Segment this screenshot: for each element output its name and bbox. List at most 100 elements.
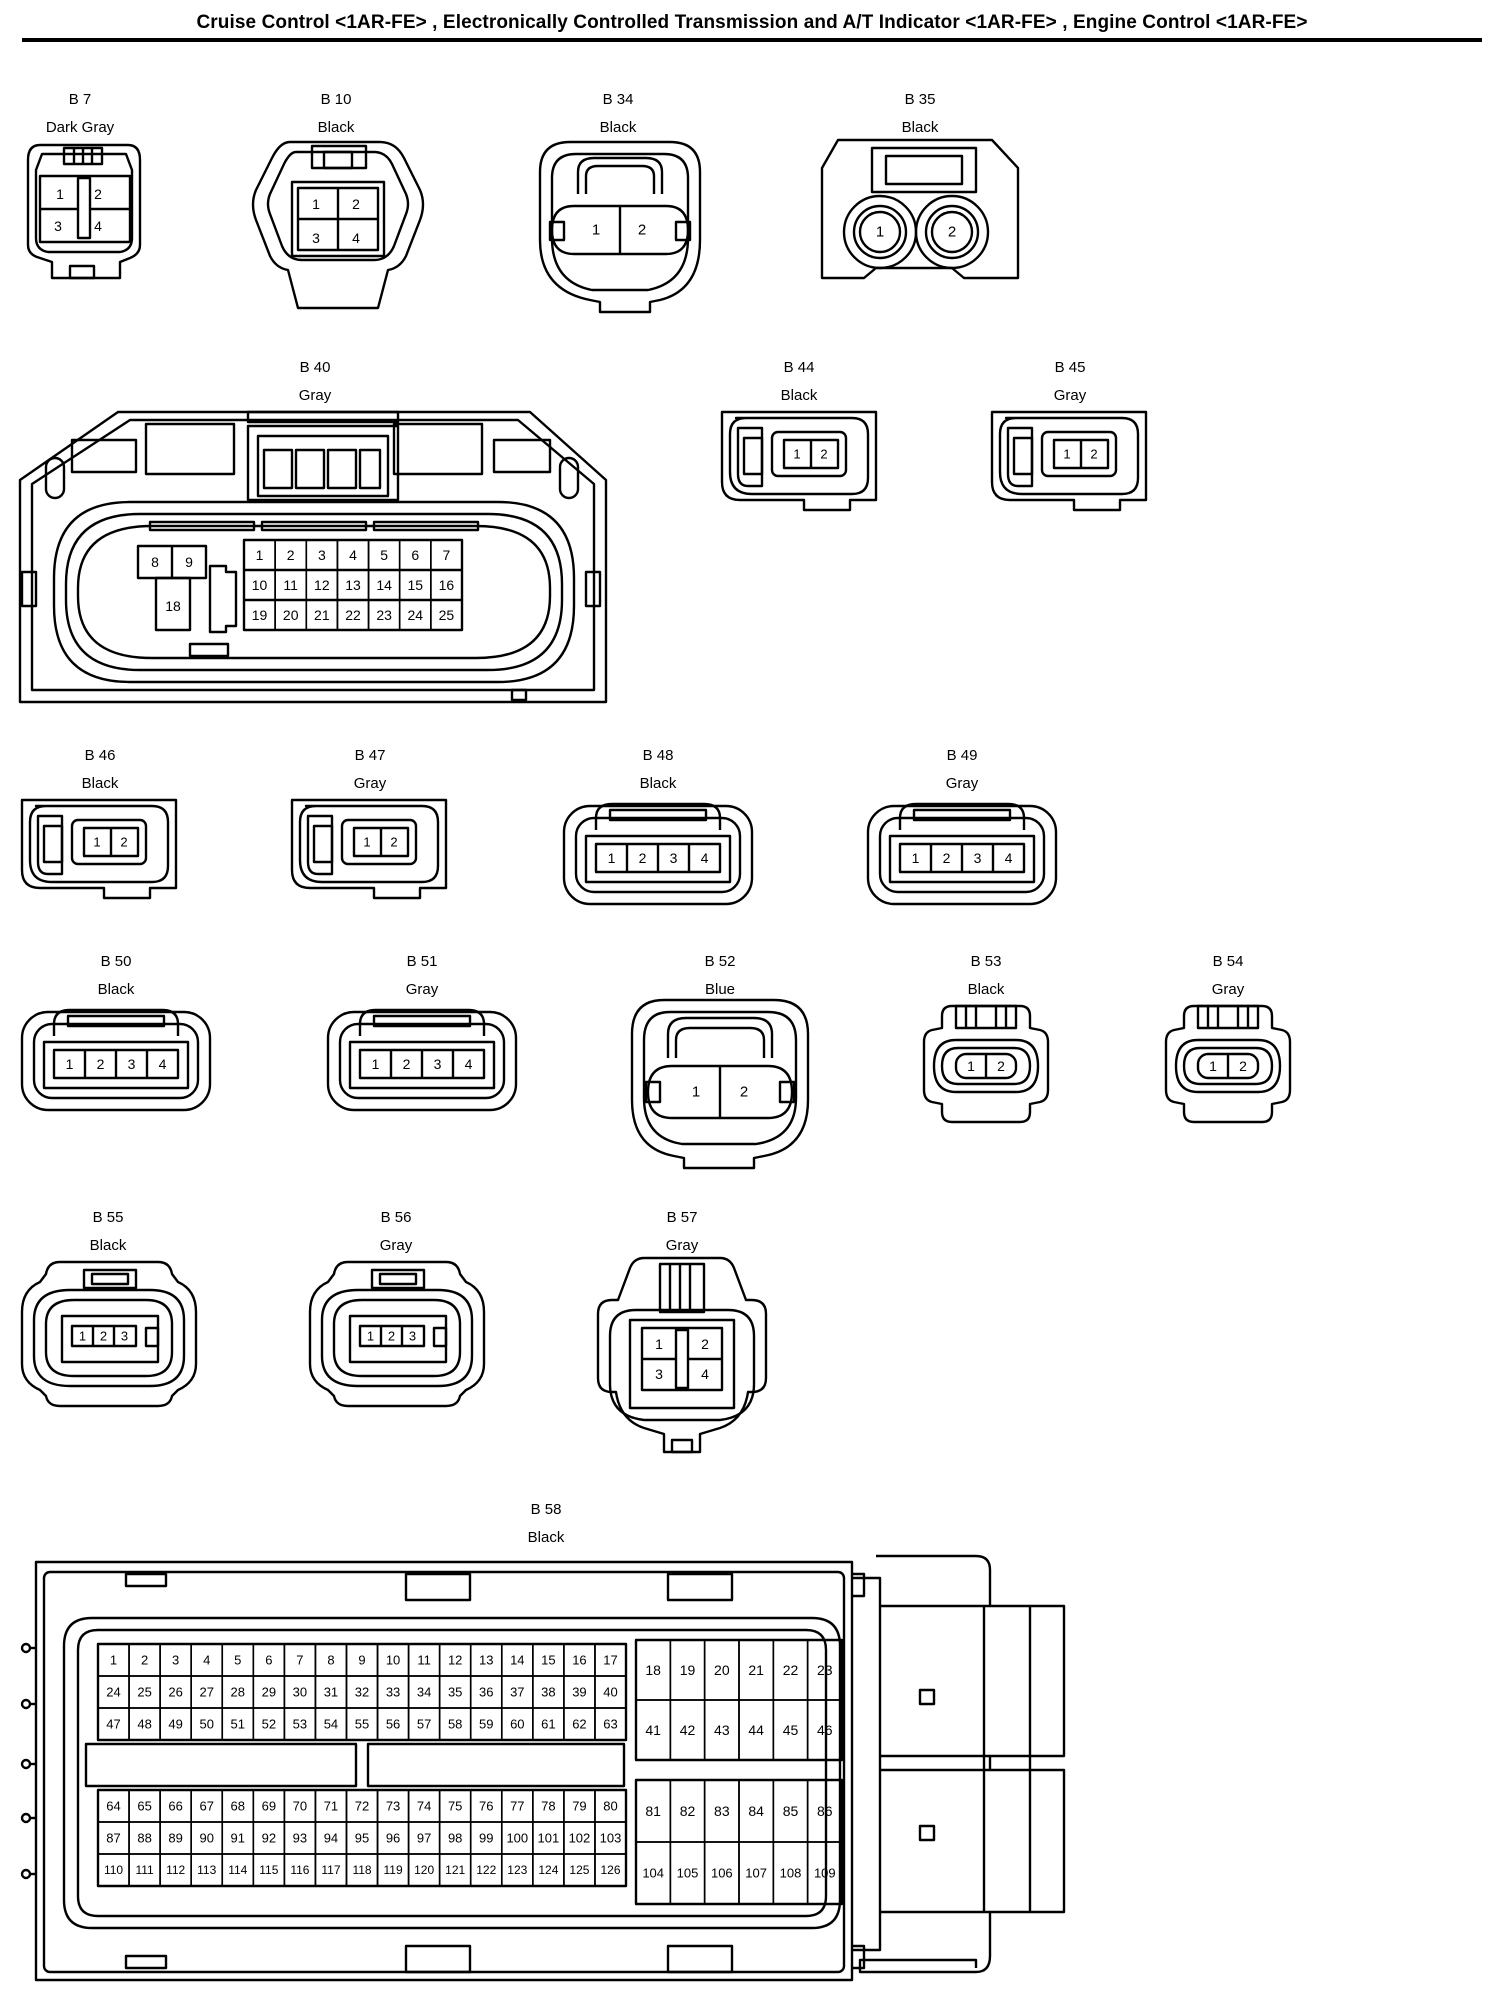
pin-number: 22 [345, 607, 361, 623]
connector-color: Black [81, 775, 119, 792]
pin-number: 46 [817, 1722, 833, 1738]
pin-number: 67 [199, 1799, 213, 1814]
connector-color: Gray [665, 1237, 699, 1254]
pin-number: 1 [1063, 447, 1070, 462]
pin-number: 6 [265, 1653, 272, 1668]
pin-number: 124 [538, 1863, 558, 1877]
pin-number: 32 [355, 1685, 369, 1700]
pin-number: 1 [110, 1653, 117, 1668]
pin-number: 4 [701, 1366, 709, 1382]
pin-number: 73 [386, 1799, 400, 1814]
pin-number: 5 [380, 547, 388, 563]
pin-number: 1 [93, 835, 100, 850]
connector-id: B 51 [406, 953, 438, 970]
connector-b7-housing [26, 143, 142, 280]
pin-number: 45 [783, 1722, 799, 1738]
connector-color: Black [639, 775, 677, 792]
pin-cavity [594, 1707, 627, 1741]
pin-number: 48 [137, 1717, 151, 1732]
connector-id: B 44 [783, 359, 815, 376]
pin-number: 9 [358, 1653, 365, 1668]
pin-cavity [594, 1853, 627, 1887]
pin-number: 51 [231, 1717, 245, 1732]
pin-number: 118 [352, 1863, 371, 1877]
pin-number: 2 [943, 850, 951, 866]
pin-number: 30 [293, 1685, 307, 1700]
pin-number: 53 [293, 1717, 307, 1732]
pin-number: 18 [165, 598, 181, 614]
pin-number: 4 [159, 1056, 167, 1072]
pin-number: 56 [386, 1717, 400, 1732]
pin-number: 88 [137, 1831, 151, 1846]
pin-number: 2 [94, 186, 102, 202]
pin-number: 90 [199, 1831, 213, 1846]
pin-number: 16 [572, 1653, 586, 1668]
pin-number: 92 [262, 1831, 276, 1846]
pin-number: 39 [572, 1685, 586, 1700]
pin-number: 3 [54, 218, 62, 234]
pin-number: 100 [506, 1831, 528, 1846]
pin-number: 3 [655, 1366, 663, 1382]
pin-number: 1 [367, 1329, 374, 1344]
pin-number: 33 [386, 1685, 400, 1700]
pin-number: 1 [608, 850, 616, 866]
connector-b49-housing [866, 802, 1058, 906]
pin-number: 44 [748, 1722, 764, 1738]
pin-number: 1 [1209, 1058, 1217, 1074]
pin-number: 58 [448, 1717, 462, 1732]
pin-number: 4 [94, 218, 102, 234]
connector-b55-housing [20, 1260, 198, 1408]
connector-b45-housing [990, 410, 1148, 512]
pin-number: 2 [403, 1056, 411, 1072]
pin-number: 78 [541, 1799, 555, 1814]
pin-number: 1 [79, 1329, 86, 1344]
pin-number: 5 [234, 1653, 241, 1668]
pin-number: 99 [479, 1831, 493, 1846]
pin-number: 109 [814, 1866, 836, 1881]
pin-number: 1 [592, 222, 600, 239]
pin-number: 10 [386, 1653, 400, 1668]
connector-color: Gray [353, 775, 387, 792]
connector-color: Black [901, 119, 939, 136]
pin-number: 26 [168, 1685, 182, 1700]
pin-number: 54 [324, 1717, 338, 1732]
pin-number: 77 [510, 1799, 524, 1814]
pin-number: 1 [56, 186, 64, 202]
pin-number: 125 [569, 1863, 589, 1877]
pin-number: 1 [876, 224, 884, 241]
connector-b47-housing [290, 798, 448, 900]
connector-color: Dark Gray [45, 119, 115, 136]
pin-number: 101 [538, 1831, 560, 1846]
connector-color: Gray [1053, 387, 1087, 404]
pin-number: 1 [256, 547, 264, 563]
pin-number: 69 [262, 1799, 276, 1814]
pin-number: 29 [262, 1685, 276, 1700]
connector-color: Blue [704, 981, 736, 998]
connector-b34-housing [538, 140, 702, 314]
pin-number: 2 [141, 1653, 148, 1668]
pin-number: 25 [137, 1685, 151, 1700]
pin-number: 123 [507, 1863, 527, 1877]
pin-number: 6 [411, 547, 419, 563]
connector-b35-housing [820, 138, 1020, 280]
pin-number: 116 [290, 1863, 309, 1877]
connector-b44-housing [720, 410, 878, 512]
pin-number: 2 [701, 1336, 709, 1352]
pin-number: 121 [445, 1863, 465, 1877]
pin-number: 1 [372, 1056, 380, 1072]
pin-number: 23 [817, 1662, 833, 1678]
pin-number: 4 [465, 1056, 473, 1072]
pin-number: 20 [283, 607, 299, 623]
pin-number: 9 [185, 554, 193, 570]
connector-id: B 45 [1054, 359, 1086, 376]
pin-number: 2 [639, 850, 647, 866]
pin-number: 87 [106, 1831, 120, 1846]
pin-number: 119 [383, 1863, 402, 1877]
pin-number: 47 [106, 1717, 120, 1732]
